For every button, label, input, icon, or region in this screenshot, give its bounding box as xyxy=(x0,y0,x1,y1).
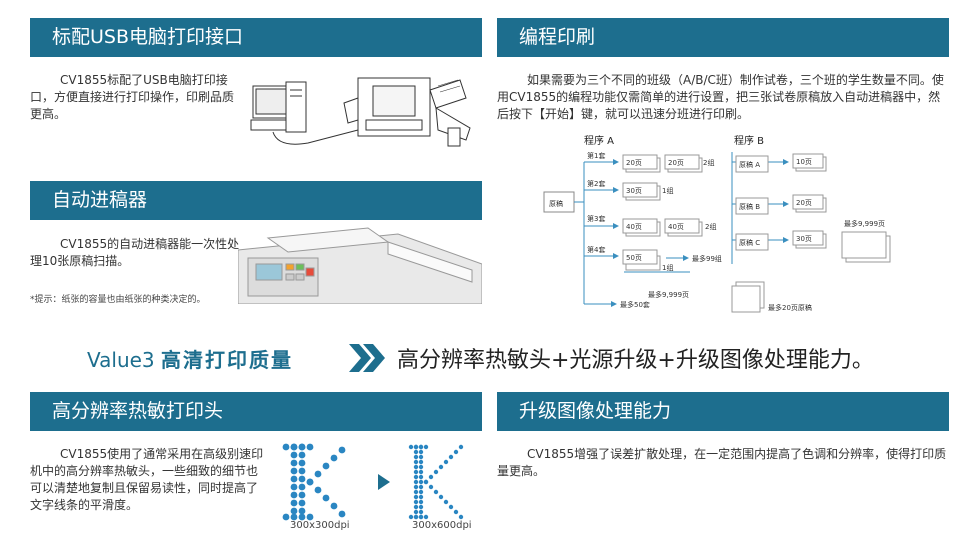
programming-description: 如果需要为三个不同的班级（A/B/C班）制作试卷，三个班的学生数量不同。使用CV… xyxy=(497,73,944,121)
programming-diagram: 原稿 程序 A 程序 B 第1套 第2套 第3套 第4套 20页 20页 2组 … xyxy=(543,134,891,313)
original-c-label: 原稿 C xyxy=(739,238,760,247)
stack-a3-pages-left: 40页 xyxy=(626,223,642,231)
value3-highlight: 高清打印质量 xyxy=(161,348,294,372)
value3-tagline: 高分辨率热敏头+光源升级+升级图像处理能力。 xyxy=(397,348,874,373)
stack-b3-pages: 30页 xyxy=(796,235,812,243)
set-4-label: 第4套 xyxy=(587,245,605,254)
stack-a3-pages-right: 40页 xyxy=(668,223,684,231)
thermal-description: CV1855使用了通常采用在高级别速印机中的高分辨率热敏头，一些细致的细节也可以… xyxy=(30,447,264,512)
image-processing-description: CV1855增强了误差扩散处理，在一定范围内提高了色调和分辨率，使得打印质量更高… xyxy=(497,447,947,478)
stack-a1-pages-left: 20页 xyxy=(626,159,642,167)
value3-heading: Value3 高清打印质量 xyxy=(87,344,293,373)
stack-a2-pages: 30页 xyxy=(626,187,642,195)
stack-a3-groups: 2组 xyxy=(705,222,716,231)
section-title-thermal: 高分辨率热敏打印头 xyxy=(30,392,482,431)
usb-printer-illustration xyxy=(250,77,471,147)
dpi-label-left: 300x300dpi xyxy=(290,520,350,531)
dpi-label-right: 300x600dpi xyxy=(412,520,472,531)
stack-b2-pages: 20页 xyxy=(796,199,812,207)
usb-description: CV1855标配了USB电脑打印接口，方便直接进行打印操作，印刷品质更高。 xyxy=(30,73,235,121)
original-label: 原稿 xyxy=(549,199,563,208)
stack-b1-pages: 10页 xyxy=(796,158,812,166)
max-99-groups-label: 最多99组 xyxy=(692,254,722,263)
set-2-label: 第2套 xyxy=(587,179,605,188)
set-1-label: 第1套 xyxy=(587,151,605,160)
value3-prefix: Value3 xyxy=(87,348,155,372)
section-title-usb: 标配USB电脑打印接口 xyxy=(30,18,482,57)
original-a-label: 原稿 A xyxy=(739,160,760,169)
double-chevron-icon xyxy=(349,344,385,372)
original-b-label: 原稿 B xyxy=(739,202,760,211)
adf-note: *提示：纸张的容量也由纸张的种类决定的。 xyxy=(30,295,206,305)
stack-a4-groups: 1组 xyxy=(662,263,673,272)
max-9999-pages-b-label: 最多9,999页 xyxy=(844,219,885,228)
section-title-programming: 编程印刷 xyxy=(497,18,949,57)
stack-a4-pages: 50页 xyxy=(626,254,642,262)
value3-banner: Value3 高清打印质量 高分辨率热敏头+光源升级+升级图像处理能力。 xyxy=(0,332,975,382)
max-20-originals-label: 最多20页原稿 xyxy=(768,303,812,312)
set-3-label: 第3套 xyxy=(587,214,605,223)
adf-scanner-illustration xyxy=(238,227,482,304)
program-b-label: 程序 B xyxy=(734,134,764,147)
adf-description: CV1855的自动进稿器能一次性处理10张原稿扫描。 xyxy=(30,237,240,268)
max-50-sets-label: 最多50套 xyxy=(620,300,650,309)
section-title-image-processing: 升级图像处理能力 xyxy=(497,392,949,431)
section-title-adf: 自动进稿器 xyxy=(30,181,482,220)
stack-a2-groups: 1组 xyxy=(662,186,673,195)
stack-a1-pages-right: 20页 xyxy=(668,159,684,167)
dotted-k-comparison xyxy=(282,443,464,521)
max-9999-pages-a-label: 最多9,999页 xyxy=(648,290,689,299)
stack-a1-groups: 2组 xyxy=(703,158,714,167)
program-a-label: 程序 A xyxy=(584,134,614,147)
